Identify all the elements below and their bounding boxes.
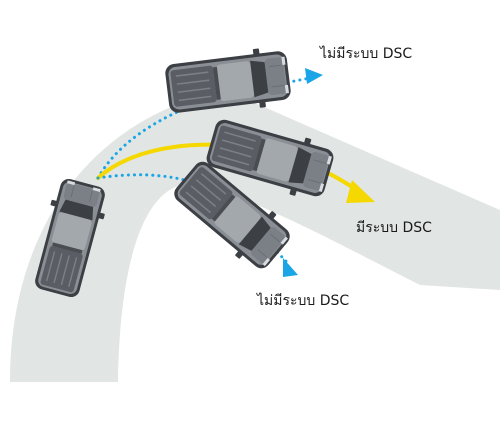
road — [10, 90, 500, 382]
arrow-without-dsc-bottom — [283, 258, 298, 277]
arrow-with-dsc — [346, 180, 375, 203]
label-with-dsc: มีระบบ DSC — [356, 220, 432, 236]
arrow-without-dsc-top — [305, 68, 323, 84]
label-without-dsc-bottom: ไม่มีระบบ DSC — [256, 292, 349, 309]
label-without-dsc-top: ไม่มีระบบ DSC — [319, 45, 412, 62]
